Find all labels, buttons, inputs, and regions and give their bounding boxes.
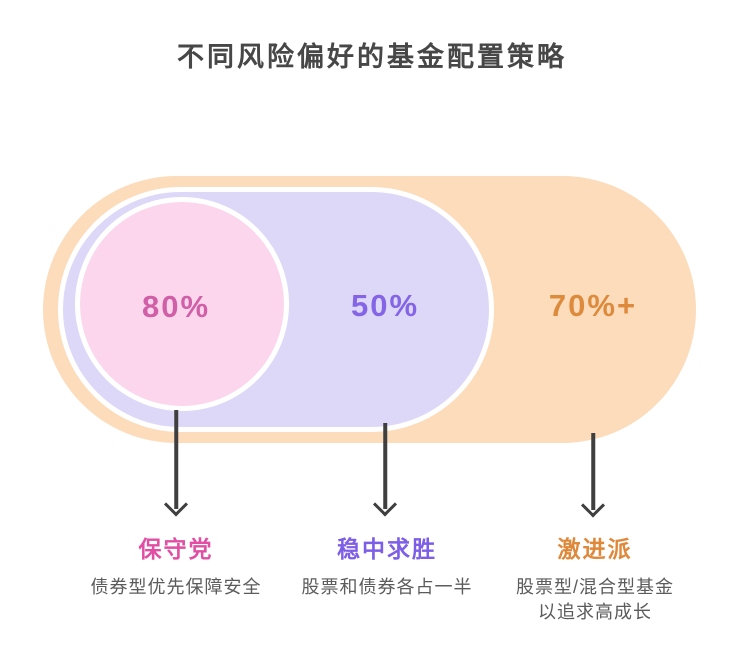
arrow-shaft: [174, 410, 178, 509]
allocation-value-balanced: 50%: [350, 288, 420, 323]
arrow-down-icon: [372, 423, 398, 517]
category-label-conservative: 保守党: [138, 536, 214, 562]
arrow-down-icon: [580, 433, 606, 518]
arrow-shaft: [591, 433, 595, 510]
arrow-head: [580, 493, 606, 518]
category-desc-line-2: 以追求高成长: [537, 602, 652, 622]
page-title: 不同风险偏好的基金配置策略: [177, 42, 567, 72]
allocation-value-aggressive: 70%+: [548, 288, 638, 323]
inner-circle-conservative: [75, 197, 289, 411]
category-desc-aggressive: 股票型/混合型基金 以追求高成长: [516, 575, 674, 625]
category-label-balanced: 稳中求胜: [337, 536, 437, 562]
category-desc-conservative: 债券型优先保障安全: [90, 577, 262, 597]
arrow-down-icon: [163, 410, 189, 517]
arrow-head: [372, 492, 398, 517]
arrow-shaft: [383, 423, 387, 509]
category-desc-line-1: 股票型/混合型基金: [515, 577, 675, 597]
category-desc-balanced: 股票和债券各占一半: [301, 577, 473, 597]
allocation-value-conservative: 80%: [141, 289, 211, 324]
arrow-head: [163, 492, 189, 517]
category-label-aggressive: 激进派: [557, 536, 633, 562]
